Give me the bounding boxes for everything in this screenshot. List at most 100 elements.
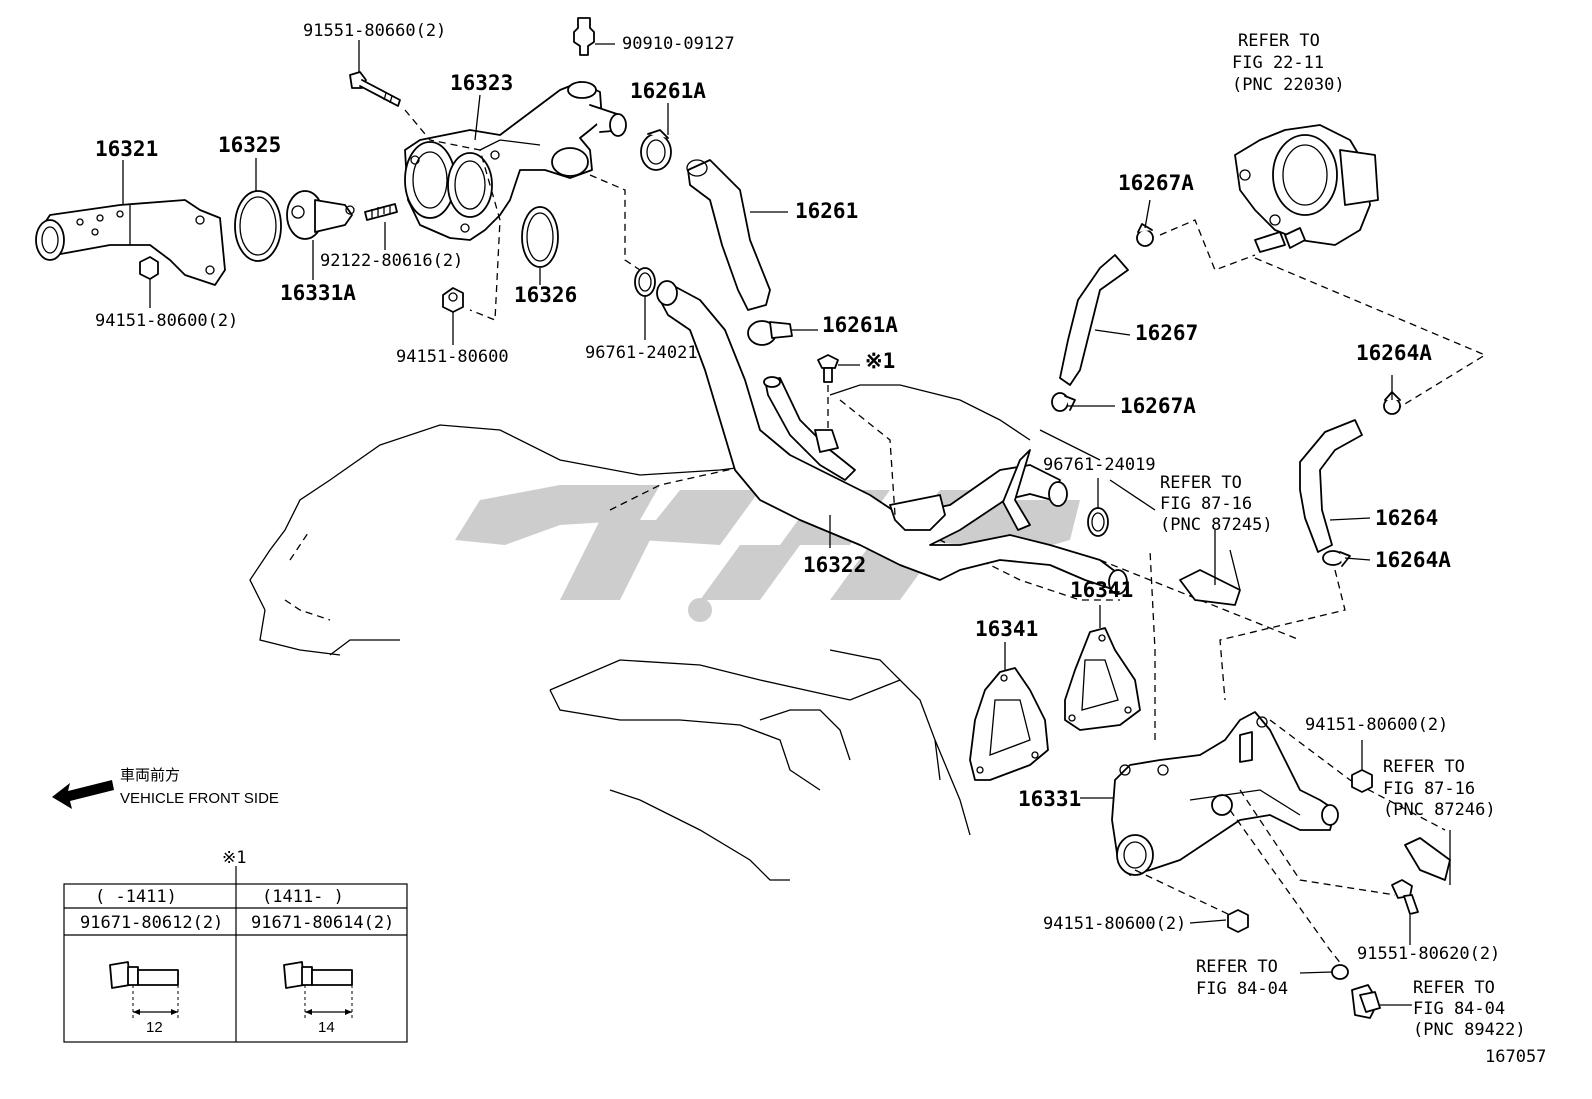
sensor-90910-09127 [573, 17, 595, 56]
part-16331-water-inlet-housing [1111, 711, 1339, 876]
nut-94151-80600-left [139, 256, 159, 280]
svg-text:FIG 87-16: FIG 87-16 [1383, 779, 1475, 799]
callout-16341-b: 16341 [975, 617, 1038, 641]
clamp-16261A-top [640, 129, 672, 171]
refer-to-labels: REFER TO FIG 22-11 (PNC 22030) REFER TO … [1160, 31, 1526, 1040]
table-range-col1: ( -1411) [95, 887, 177, 907]
callout-91551-80660: 91551-80660(2) [303, 21, 446, 41]
callout-16267: 16267 [1135, 321, 1198, 345]
svg-text:REFER TO: REFER TO [1413, 978, 1495, 998]
svg-text:(PNC 22030): (PNC 22030) [1232, 75, 1345, 95]
callout-96761-24019: 96761-24019 [1043, 455, 1156, 475]
callout-16261A-mid: 16261A [822, 313, 898, 337]
part-16321-water-inlet-pipe [35, 199, 226, 286]
refer-fig-87-16-pnc-87246: REFER TO FIG 87-16 (PNC 87246) [1383, 757, 1496, 820]
callout-94151-80600-2-left: 94151-80600(2) [95, 311, 238, 331]
callout-16331A: 16331A [280, 281, 356, 305]
clamp-16267A-top [1136, 223, 1154, 247]
callout-96761-24021: 96761-24021 [585, 343, 698, 363]
callout-92122-80616: 92122-80616(2) [320, 251, 463, 271]
callout-16264: 16264 [1375, 506, 1438, 530]
oring-96761-24019 [1087, 507, 1109, 537]
svg-text:(PNC 87245): (PNC 87245) [1160, 515, 1273, 535]
part-16326-gasket [521, 206, 559, 268]
callout-16264A-top: 16264A [1356, 341, 1432, 365]
callout-labels: 91551-80660(2) 90910-09127 16323 16261A … [95, 21, 1546, 1067]
dim-14: 14 [318, 1019, 335, 1036]
table-part-col2: 91671-80614(2) [251, 913, 394, 933]
svg-text:FIG 84-04: FIG 84-04 [1196, 979, 1288, 999]
refer-fig-84-04-pnc-89422: REFER TO FIG 84-04 (PNC 89422) [1413, 978, 1526, 1040]
svg-text:REFER TO: REFER TO [1238, 31, 1320, 51]
callout-16325: 16325 [218, 133, 281, 157]
refer-fig-22-11: REFER TO FIG 22-11 (PNC 22030) [1232, 31, 1345, 95]
callout-16331: 16331 [1018, 787, 1081, 811]
table-note: ※1 [222, 848, 246, 868]
callout-16321: 16321 [95, 137, 158, 161]
leader-lines [122, 40, 1412, 1006]
callout-16341-a: 16341 [1070, 578, 1133, 602]
front-arrow-icon [52, 780, 114, 809]
callout-16261: 16261 [795, 199, 858, 223]
part-16267-hose [1059, 254, 1129, 386]
callout-90910-09127: 90910-09127 [622, 34, 735, 54]
bolt-icon-14: 14 [283, 961, 353, 1036]
callout-94151-80600-2-right: 94151-80600(2) [1305, 715, 1448, 735]
washer-84-04 [1331, 964, 1349, 980]
stud-92122-80616 [364, 203, 398, 221]
vehicle-front-indicator: 車両前方 VEHICLE FRONT SIDE [52, 767, 279, 809]
callout-16323: 16323 [450, 71, 513, 95]
part-16264-hose [1299, 419, 1363, 553]
callout-167057: 167057 [1485, 1047, 1546, 1067]
part-16325-gasket [234, 190, 282, 262]
part-16261-hose [686, 159, 771, 311]
clamp-16261A-mid [747, 320, 793, 346]
svg-text:FIG 84-04: FIG 84-04 [1413, 999, 1505, 1019]
bolt-91551-80660 [349, 71, 401, 107]
part-16322-water-pipe [656, 280, 1128, 595]
dim-12: 12 [146, 1019, 163, 1036]
bolt-note1 [817, 354, 839, 383]
svg-text:FIG 22-11: FIG 22-11 [1232, 53, 1324, 73]
callout-16326: 16326 [514, 283, 577, 307]
svg-text:(PNC 87246): (PNC 87246) [1383, 800, 1496, 820]
hose-stub-87246 [1404, 830, 1451, 885]
front-side-en: VEHICLE FRONT SIDE [120, 790, 279, 807]
svg-text:REFER TO: REFER TO [1196, 957, 1278, 977]
callout-note1: ※1 [865, 349, 895, 373]
clamp-16267A-mid [1051, 392, 1076, 412]
svg-text:REFER TO: REFER TO [1160, 473, 1242, 493]
table-part-col1: 91671-80612(2) [80, 913, 223, 933]
callout-91551-80620: 91551-80620(2) [1357, 944, 1500, 964]
callout-94151-80600-2-bottom: 94151-80600(2) [1043, 914, 1186, 934]
refer-fig-84-04-a: REFER TO FIG 84-04 [1196, 957, 1288, 999]
part-16341-bracket-a [969, 667, 1049, 781]
bolt-91551-80620 [1391, 879, 1419, 915]
throttle-body-22030 [1234, 124, 1379, 253]
svg-text:REFER TO: REFER TO [1383, 757, 1465, 777]
sensor-89422 [1351, 984, 1381, 1019]
nut-94151-80600-bottom [1227, 909, 1249, 933]
svg-text:(PNC 89422): (PNC 89422) [1413, 1020, 1526, 1040]
nut-94151-80600-middle [442, 287, 464, 313]
svg-text:FIG 87-16: FIG 87-16 [1160, 494, 1252, 514]
clamp-16264A-bot [1322, 550, 1351, 567]
front-side-jp: 車両前方 [120, 767, 180, 784]
part-16331A-thermostat [286, 190, 355, 240]
part-16323-water-outlet [404, 81, 627, 241]
callout-16267A-mid: 16267A [1120, 394, 1196, 418]
bolt-variant-table: ※1 ( -1411) (1411- ) 91671-80612(2) 9167… [63, 848, 408, 1043]
table-range-col2: (1411- ) [262, 887, 344, 907]
callout-16267A-top: 16267A [1118, 171, 1194, 195]
nut-94151-80600-right [1351, 769, 1373, 793]
callout-16322: 16322 [803, 553, 866, 577]
part-16341-bracket-b [1064, 627, 1141, 731]
hose-stub-87245 [1179, 540, 1241, 606]
refer-fig-87-16-pnc-87245: REFER TO FIG 87-16 (PNC 87245) [1160, 473, 1273, 535]
callout-94151-80600: 94151-80600 [396, 347, 509, 367]
callout-16261A-top: 16261A [630, 79, 706, 103]
callout-16264A-bot: 16264A [1375, 548, 1451, 572]
bolt-icon-12: 12 [109, 961, 179, 1036]
oring-96761-24021 [634, 267, 656, 297]
